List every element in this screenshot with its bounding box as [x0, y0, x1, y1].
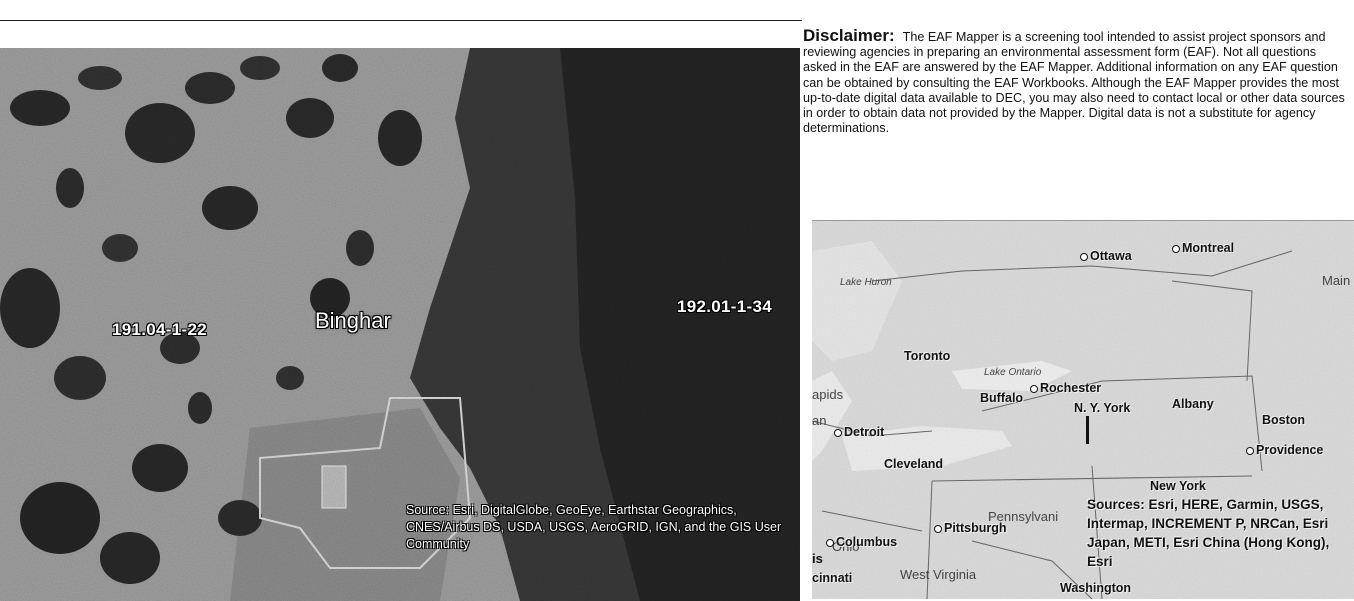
region-maine: Main [1322, 273, 1351, 288]
disclaimer-heading: Disclaimer: [803, 26, 895, 45]
city-dot-icon [934, 524, 942, 533]
region-an: an [812, 413, 827, 428]
place-label-binghamton: Binghar [315, 308, 391, 333]
city-toronto: Toronto [904, 349, 951, 363]
city-cincinnati: cinnati [812, 571, 853, 585]
city-rochester: Rochester [1030, 381, 1101, 395]
city-washington: Washington [1060, 581, 1132, 595]
aerial-attribution: Source: Esri, DigitalGlobe, GeoEye, Eart… [406, 503, 782, 551]
locator-basemap [812, 221, 1354, 599]
region-rapids: apids [812, 387, 844, 402]
city-dot-icon [826, 538, 834, 547]
parcel-label-east: 192.01-1-34 [677, 297, 772, 316]
city-buffalo: Buffalo [980, 391, 1024, 405]
aerial-map[interactable]: 191.04-1-22 192.01-1-34 Binghar Source: … [0, 48, 800, 601]
disclaimer-body: The EAF Mapper is a screening tool inten… [803, 30, 1345, 136]
city-albany: Albany [1172, 397, 1214, 411]
city-new-york-state: N. Y. York [1074, 401, 1131, 415]
city-boston: Boston [1262, 413, 1306, 427]
city-providence: Providence [1246, 443, 1323, 457]
disclaimer: Disclaimer:The EAF Mapper is a screening… [803, 26, 1351, 136]
city-montreal: Montreal [1172, 241, 1234, 255]
locator-map[interactable]: Lake Huron Lake Ontario Main apids an Pe… [812, 220, 1354, 599]
city-dot-icon [1030, 384, 1038, 393]
parcel-label-west: 191.04-1-22 [112, 320, 207, 339]
region-lake-huron: Lake Huron [840, 277, 892, 288]
city-new-york: New York [1150, 479, 1206, 493]
city-dot-icon [1080, 252, 1088, 261]
region-pennsylvania: Pennsylvani [988, 509, 1059, 524]
city-cleveland: Cleveland [884, 457, 944, 471]
region-ohio: Ohio [832, 539, 860, 554]
page-divider [0, 20, 802, 21]
city-dot-icon [1172, 244, 1180, 253]
aerial-imagery [0, 48, 800, 601]
city-columbus: Columbus [826, 535, 897, 549]
region-is: is [812, 551, 823, 566]
locator-attribution: Sources: Esri, HERE, Garmin, USGS, Inter… [1087, 497, 1330, 569]
city-dot-icon [834, 428, 842, 437]
city-ottawa: Ottawa [1080, 249, 1132, 263]
city-dot-icon [1246, 446, 1254, 455]
region-lake-ontario: Lake Ontario [984, 367, 1042, 378]
city-pittsburgh: Pittsburgh [934, 521, 1007, 535]
city-detroit: Detroit [834, 425, 884, 439]
region-west-virginia: West Virginia [900, 567, 977, 582]
